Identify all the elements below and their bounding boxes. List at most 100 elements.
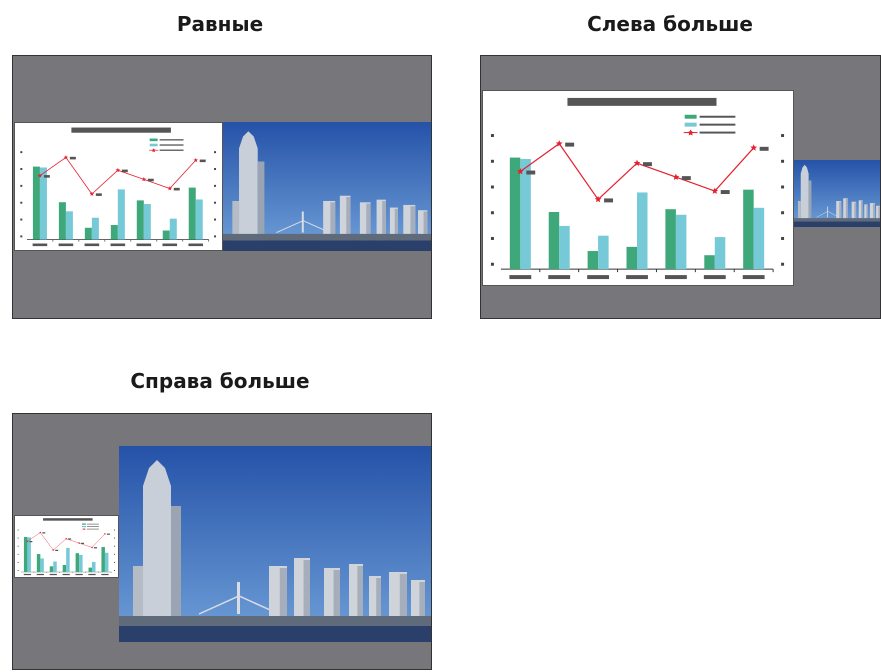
category-tick-label [664, 275, 687, 280]
legend-marker [82, 528, 86, 531]
tower-building [239, 131, 258, 241]
legend-swatch [684, 122, 697, 127]
bar-series-1 [75, 553, 80, 573]
data-label [565, 142, 575, 147]
line-point [750, 144, 758, 151]
category-tick-label [587, 275, 610, 280]
y-tick-label-right [781, 211, 785, 215]
category-tick-label [62, 573, 70, 576]
y-tick-label-right [114, 537, 116, 539]
y-tick-label-left [490, 159, 494, 163]
skyline-building [876, 205, 880, 222]
bar-series-1 [88, 567, 93, 573]
y-tick-label-right [214, 168, 217, 170]
bar-series-2 [520, 158, 531, 270]
chart-title-placeholder [567, 97, 717, 106]
bar-series-2 [66, 547, 70, 573]
legend-label [159, 139, 184, 141]
y-tick-label-left [17, 545, 19, 547]
y-tick-label-left [490, 236, 494, 240]
category-tick-label [509, 275, 532, 280]
building-shadow [845, 198, 848, 222]
bar-series-2 [91, 217, 99, 240]
y-tick-label-left [490, 134, 494, 138]
y-tick-label-right [781, 159, 785, 163]
line-point [594, 195, 602, 203]
bar-series-1 [704, 255, 715, 270]
skyline-building [359, 202, 371, 241]
line-point [633, 159, 641, 167]
bar-series-2 [104, 552, 109, 573]
skyline-building [389, 207, 398, 241]
chart-legend [149, 138, 184, 153]
y-tick-label-right [781, 262, 785, 266]
bar-series-1 [49, 566, 54, 573]
line-point [141, 177, 147, 182]
photo-svg [119, 446, 431, 642]
y-tick-label-right [114, 569, 116, 571]
city-skyline-photo [794, 160, 880, 227]
y-tick-label-right [114, 545, 116, 547]
bar-series-2 [559, 225, 570, 270]
category-tick-label [58, 243, 74, 247]
y-tick-label-right [214, 218, 217, 221]
building-shadow [878, 206, 880, 222]
bar-series-1 [162, 230, 170, 240]
low-building [797, 201, 801, 222]
y-tick-label-right [781, 134, 785, 138]
data-label [759, 146, 769, 151]
legend-label [699, 131, 736, 134]
tower-side [808, 180, 812, 222]
line-point [65, 537, 68, 540]
chart-title-placeholder [71, 127, 171, 133]
legend-swatch [82, 523, 86, 525]
legend-label [159, 144, 184, 146]
y-tick-label-right [114, 553, 116, 555]
building-shadow [410, 206, 416, 241]
data-label [642, 162, 652, 167]
category-tick-label [75, 573, 83, 576]
city-skyline-photo [119, 446, 431, 642]
bar-series-1 [58, 202, 66, 240]
category-tick-label [188, 243, 204, 247]
building-shadow [382, 200, 386, 241]
chart-svg [490, 97, 785, 280]
legend-label [699, 115, 736, 118]
building-shadow [861, 201, 863, 222]
building-shadow [839, 201, 842, 222]
bar-series-2 [53, 561, 57, 573]
category-tick-label [88, 573, 96, 576]
bridge-pylon [827, 206, 829, 218]
line-series [27, 532, 106, 551]
y-tick-label-left [20, 151, 23, 154]
y-tick-label-right [781, 236, 785, 240]
tower-building [143, 460, 171, 626]
skyline-building [843, 198, 848, 222]
bar-series-2 [675, 214, 687, 270]
tower-side [171, 506, 181, 626]
y-tick-label-right [214, 201, 217, 204]
data-label [68, 538, 72, 540]
building-shadow [279, 568, 287, 626]
bar-series-2 [714, 237, 726, 270]
bar-series-1 [626, 246, 638, 270]
line-point [77, 541, 81, 544]
y-tick-label-left [20, 184, 23, 187]
shoreline [119, 616, 431, 626]
bar-series-1 [32, 166, 40, 240]
line-series [39, 156, 197, 195]
building-shadow [423, 211, 428, 241]
chart-thumbnail [482, 90, 794, 286]
building-shadow [333, 570, 340, 626]
bar-series-1 [509, 157, 521, 270]
category-tick-label [101, 573, 109, 576]
skyline-building [851, 201, 857, 222]
line-point [711, 187, 719, 194]
line-point [37, 173, 43, 178]
bar-series-1 [587, 251, 599, 270]
legend-marker [151, 148, 156, 153]
line-point [90, 546, 94, 549]
chart-legend [81, 523, 99, 531]
building-shadow [330, 202, 336, 241]
line-point [516, 167, 524, 175]
